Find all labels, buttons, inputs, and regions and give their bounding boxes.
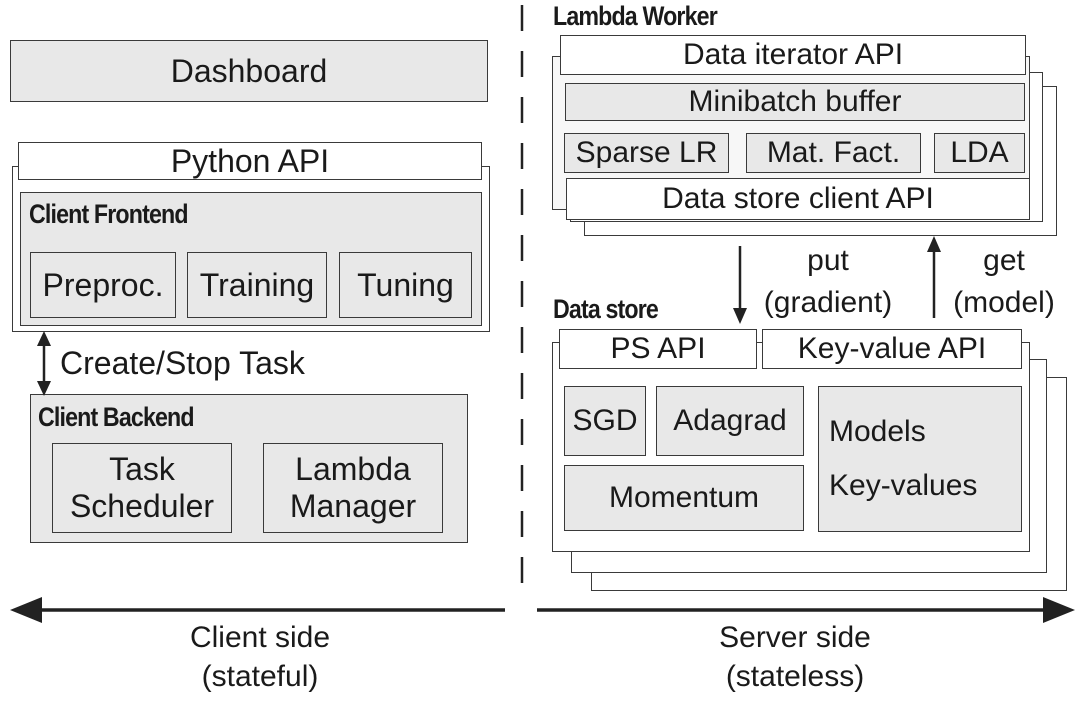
server-side-line2: (stateless) xyxy=(725,660,865,693)
kv-api-box: Key-value API xyxy=(762,329,1022,369)
data-store-client-api-box: Data store client API xyxy=(566,178,1030,220)
minibatch-buffer-box: Minibatch buffer xyxy=(565,83,1025,121)
lambda-manager-box: Lambda Manager xyxy=(263,443,443,533)
put-line1: put xyxy=(807,244,849,277)
client-side-line1: Client side xyxy=(189,621,331,654)
sparse-lr-label: Sparse LR xyxy=(575,135,718,169)
put-arrow xyxy=(733,246,747,324)
client-side-arrow xyxy=(10,597,505,623)
momentum-box: Momentum xyxy=(564,465,804,531)
sgd-label: SGD xyxy=(572,403,638,437)
kv-api-label: Key-value API xyxy=(797,331,987,365)
put-line2: (gradient) xyxy=(763,286,893,319)
sparse-lr-box: Sparse LR xyxy=(564,133,729,173)
preproc-box: Preproc. xyxy=(30,252,176,318)
create-stop-arrow xyxy=(37,331,51,396)
mat-fact-label: Mat. Fact. xyxy=(766,135,901,169)
data-store-client-api-label: Data store client API xyxy=(662,181,934,215)
client-frontend-box: Client Frontend Preproc. Training Tuning xyxy=(20,192,482,326)
client-frontend-title: Client Frontend xyxy=(29,199,189,229)
server-side-label: Server side (stateless) xyxy=(645,618,945,696)
python-api-label: Python API xyxy=(170,142,330,179)
training-label: Training xyxy=(199,266,315,303)
mat-fact-box: Mat. Fact. xyxy=(746,133,921,173)
sgd-box: SGD xyxy=(564,386,646,456)
lda-box: LDA xyxy=(934,133,1025,173)
models-line1: Models xyxy=(829,415,926,448)
dashboard-box: Dashboard xyxy=(10,40,488,102)
minibatch-buffer-label: Minibatch buffer xyxy=(688,84,902,118)
lda-label: LDA xyxy=(950,135,1009,169)
tuning-box: Tuning xyxy=(339,252,472,318)
dashboard-label: Dashboard xyxy=(170,52,328,89)
client-side-line2: (stateful) xyxy=(201,660,319,693)
get-line1: get xyxy=(983,244,1025,277)
server-side-arrow xyxy=(537,597,1075,623)
data-iterator-api-box: Data iterator API xyxy=(560,35,1026,75)
server-side-line1: Server side xyxy=(719,621,871,654)
ps-api-label: PS API xyxy=(610,331,706,365)
ps-api-box: PS API xyxy=(559,329,757,369)
task-scheduler-line2: Scheduler xyxy=(69,488,215,524)
get-label: get (model) xyxy=(940,240,1068,324)
create-stop-task-label: Create/Stop Task xyxy=(60,345,305,381)
data-store-title: Data store xyxy=(553,294,659,324)
models-line2: Key-values xyxy=(829,469,978,502)
lambda-worker-title: Lambda Worker xyxy=(553,1,718,31)
client-side-label: Client side (stateful) xyxy=(110,618,410,696)
lambda-manager-line2: Manager xyxy=(289,488,417,524)
python-api-box: Python API xyxy=(18,142,482,180)
preproc-label: Preproc. xyxy=(42,266,164,303)
training-box: Training xyxy=(187,252,327,318)
data-iterator-api-label: Data iterator API xyxy=(682,37,904,71)
get-arrow xyxy=(927,236,941,318)
tuning-label: Tuning xyxy=(357,266,454,303)
task-scheduler-box: Task Scheduler xyxy=(52,443,232,533)
client-backend-title: Client Backend xyxy=(38,402,195,432)
put-label: put (gradient) xyxy=(748,240,908,324)
client-backend-box: Client Backend Task Scheduler Lambda Man… xyxy=(30,394,468,543)
adagrad-box: Adagrad xyxy=(656,386,804,456)
adagrad-label: Adagrad xyxy=(673,403,787,437)
get-line2: (model) xyxy=(953,286,1055,319)
models-box: Models Key-values xyxy=(818,386,1022,532)
task-scheduler-line1: Task xyxy=(109,451,175,488)
lambda-manager-line1: Lambda xyxy=(295,451,411,488)
data-store-box: SGD Adagrad Momentum Models Key-values xyxy=(552,342,1030,552)
momentum-label: Momentum xyxy=(608,480,760,514)
